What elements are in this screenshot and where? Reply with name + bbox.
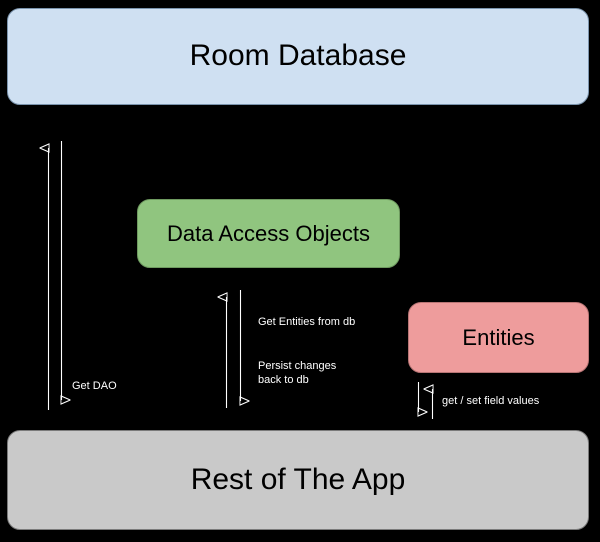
node-rest-of-the-app-label: Rest of The App bbox=[190, 462, 406, 496]
node-rest-of-the-app: Rest of The App bbox=[7, 430, 589, 530]
edge-label-get-set-field-values: get / set field values bbox=[442, 395, 540, 407]
node-entities: Entities bbox=[408, 302, 589, 373]
node-data-access-objects: Data Access Objects bbox=[137, 199, 400, 268]
edge-label-get-entities-from-db: Get Entities from db bbox=[258, 316, 356, 328]
node-data-access-objects-label: Data Access Objects bbox=[167, 220, 370, 246]
node-entities-label: Entities bbox=[462, 324, 535, 350]
edge-label-get-dao: Get DAO bbox=[72, 380, 117, 392]
node-room-database-label: Room Database bbox=[189, 39, 407, 73]
node-room-database: Room Database bbox=[7, 8, 589, 105]
edge-label-persist-changes-back-to-db: Persist changes back to db bbox=[258, 360, 337, 386]
